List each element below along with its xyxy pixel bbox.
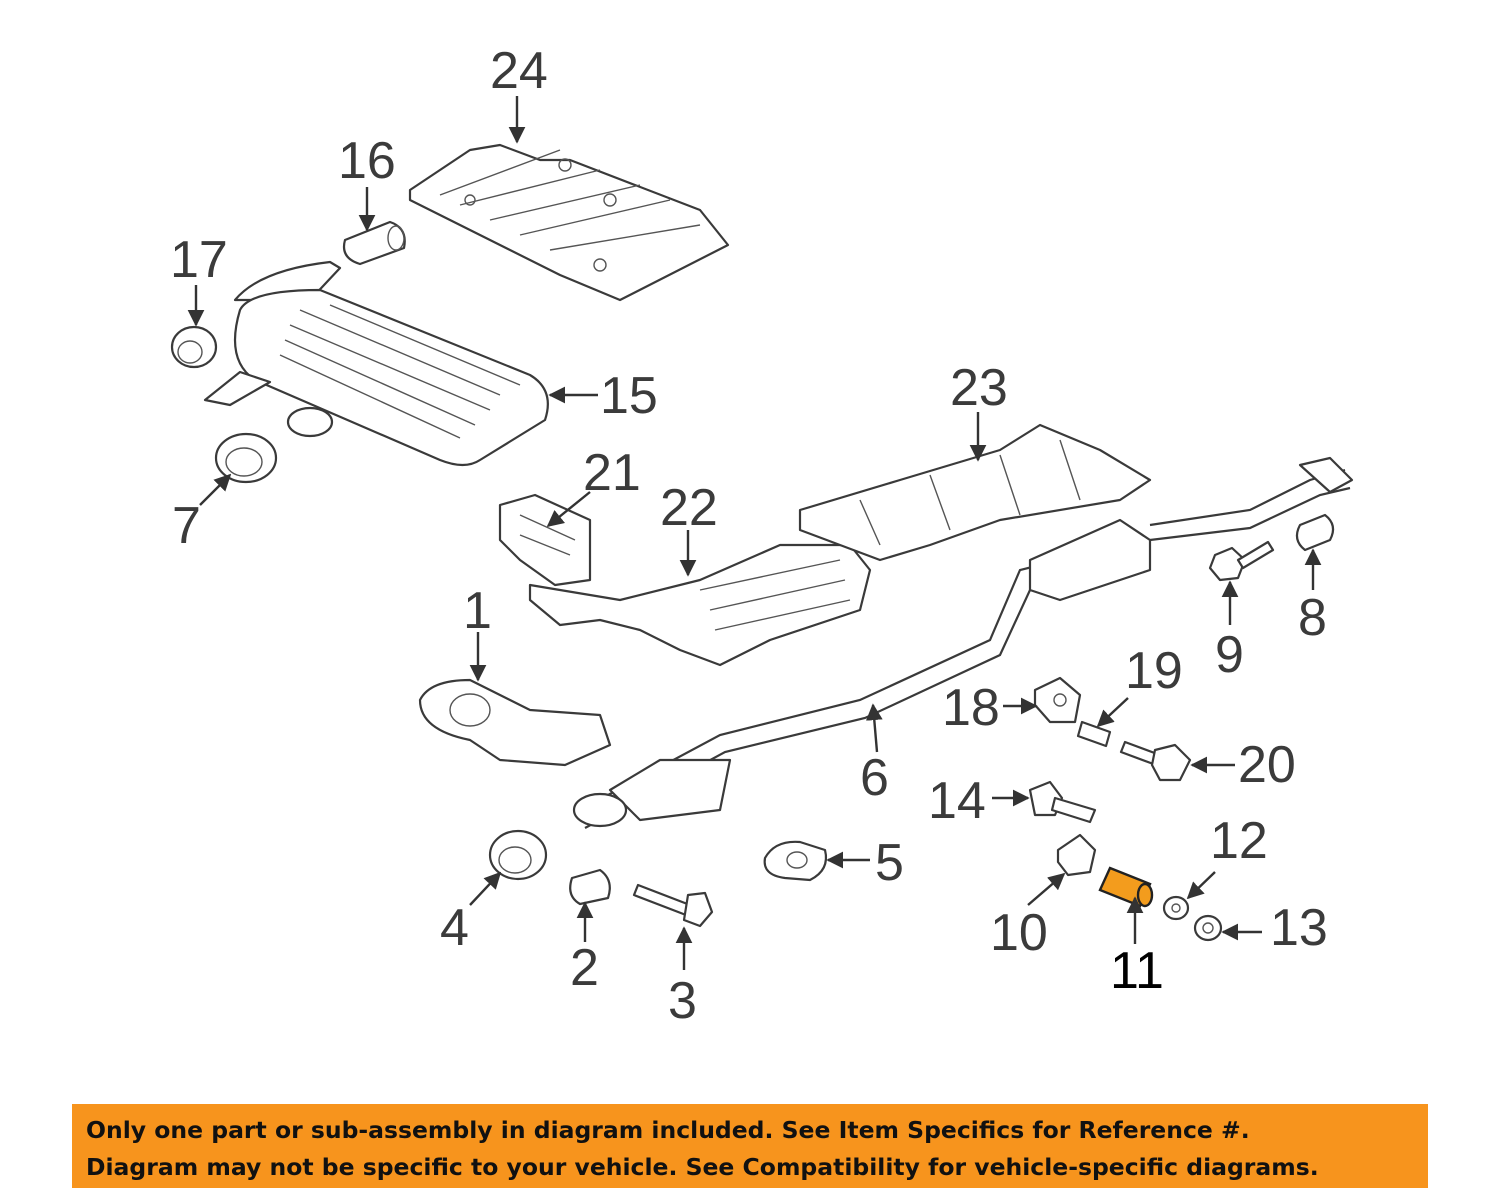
part-20-bolt [1119,740,1192,782]
part-24-heat-shield [408,143,730,302]
part-13-washer [1193,914,1223,942]
part-17-grommet [170,325,218,369]
exhaust-system-diagram: 24 16 17 15 7 21 22 23 1 6 8 9 18 19 20 … [170,42,1354,1030]
callout-14: 14 [928,772,986,830]
callout-24: 24 [490,42,548,100]
part-12-washer [1162,895,1190,921]
callout-9: 9 [1215,626,1244,684]
callout-17: 17 [170,231,228,289]
part-8-grommet [1295,513,1335,552]
callout-11-highlighted: 11 [1110,942,1164,1000]
callout-15: 15 [600,367,658,425]
callout-1: 1 [463,582,492,640]
callout-leaders [187,96,1322,970]
part-9-bolt [1208,540,1275,582]
part-22-center-heat-shield [528,543,872,667]
callout-19: 19 [1125,642,1183,700]
part-15-muffler [203,260,549,467]
callout-22: 22 [660,479,718,537]
callout-18: 18 [942,679,1000,737]
disclaimer-banner: Only one part or sub-assembly in diagram… [72,1104,1428,1188]
part-4-gasket [488,829,548,881]
callout-labels: 24 16 17 15 7 21 22 23 1 6 8 9 18 19 20 … [170,42,1328,1030]
callout-8: 8 [1298,589,1327,647]
part-2-nut [569,868,611,906]
part-1-exhaust-manifold [418,678,612,767]
callout-5: 5 [875,834,904,892]
part-21-bracket [498,493,592,587]
callout-7: 7 [172,497,201,555]
callout-2: 2 [570,939,599,997]
part-10-hanger [1056,833,1097,877]
part-19-sleeve [1076,720,1112,748]
part-7-gasket [214,432,278,484]
disclaimer-line-2: Diagram may not be specific to your vehi… [86,1153,1319,1181]
part-5-gasket [763,840,828,882]
callout-12: 12 [1210,812,1268,870]
callout-16: 16 [338,132,396,190]
part-16-hanger [342,220,406,266]
part-3-bolt [632,883,714,928]
part-11-sleeve-highlighted [1098,866,1154,908]
part-23-front-heat-shield [798,423,1152,562]
callout-3: 3 [668,972,697,1030]
callout-10: 10 [990,904,1048,962]
callout-4: 4 [440,899,469,957]
part-14-stud [1028,780,1097,824]
callout-13: 13 [1270,899,1328,957]
disclaimer-line-1: Only one part or sub-assembly in diagram… [86,1116,1250,1144]
callout-20: 20 [1238,736,1296,794]
callout-6: 6 [860,749,889,807]
callout-21: 21 [583,444,641,502]
part-6-front-pipe [572,456,1354,829]
callout-23: 23 [950,359,1008,417]
part-18-hanger [1033,676,1082,724]
